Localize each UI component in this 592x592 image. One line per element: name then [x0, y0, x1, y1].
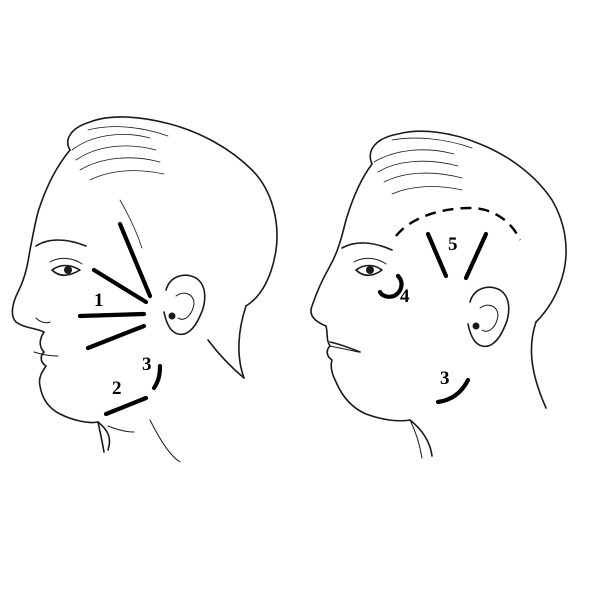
left-jaw	[97, 421, 111, 451]
right-eyelid	[353, 257, 387, 265]
left-eyebrow	[35, 239, 87, 247]
right-ear-inner	[479, 304, 499, 332]
left-ear-inner	[175, 292, 195, 320]
left-face-profile	[11, 149, 99, 424]
right-ear-tragus	[472, 322, 480, 330]
incision-1-horizontal	[77, 311, 147, 319]
left-hair-strands-4	[89, 170, 165, 181]
label-4: 4	[400, 286, 410, 307]
left-hair	[66, 116, 278, 307]
left-nostril	[35, 317, 51, 324]
label-1: 1	[94, 290, 104, 311]
label-3-left: 3	[142, 354, 152, 375]
right-hair-strands-4	[391, 186, 463, 195]
left-shoulder	[149, 419, 181, 463]
incision-3-right	[435, 377, 471, 405]
right-mouth	[329, 345, 359, 353]
right-hair-strands-2	[377, 160, 459, 173]
left-nape	[238, 305, 247, 379]
left-hair-strands-5	[87, 126, 169, 137]
incision-1-upper	[117, 221, 153, 299]
right-eye-pupil	[366, 266, 374, 274]
incision-3-left	[151, 363, 163, 391]
incision-5-left	[425, 231, 449, 279]
right-ear	[467, 286, 510, 348]
incision-5-right	[463, 231, 489, 281]
right-eyebrow	[341, 242, 393, 251]
right-incisions	[377, 206, 522, 405]
right-head-figure	[310, 130, 567, 459]
left-sideburn	[119, 199, 143, 249]
left-neck-back	[207, 339, 245, 379]
incision-2	[103, 395, 149, 417]
left-hair-strands-3	[79, 157, 161, 171]
incision-4	[377, 273, 404, 299]
left-ear-tragus	[168, 312, 176, 320]
label-2: 2	[112, 378, 122, 399]
left-neck-front	[97, 421, 105, 453]
left-incisions	[77, 221, 163, 417]
right-face-profile	[310, 163, 411, 422]
left-chin-shadow	[107, 425, 135, 433]
label-5: 5	[448, 234, 458, 255]
right-eye	[355, 264, 383, 277]
right-nape	[530, 321, 547, 409]
label-3-right: 3	[440, 368, 450, 389]
left-hair-strands-1	[71, 134, 151, 151]
right-hair-strands-5	[391, 137, 473, 149]
right-jaw	[409, 419, 433, 457]
left-head-figure	[11, 116, 278, 463]
left-eye-pupil	[64, 266, 72, 274]
left-ear	[163, 274, 206, 336]
incision-5-arc-dashed	[395, 206, 522, 241]
right-hair	[369, 130, 567, 323]
left-hair-strands-2	[75, 145, 157, 161]
right-mustache	[329, 341, 361, 353]
left-labels: 1 3 2	[94, 290, 152, 399]
incision-1-mid-upper	[91, 267, 149, 305]
incision-1-lower	[85, 323, 147, 351]
right-neck-line	[409, 419, 423, 459]
left-eyelid	[49, 257, 83, 265]
left-mouth	[33, 351, 59, 357]
right-labels: 5 4 3	[400, 234, 458, 389]
right-hair-strands-3	[383, 172, 463, 183]
right-hair-strands-1	[373, 149, 455, 163]
left-eye	[51, 264, 81, 277]
